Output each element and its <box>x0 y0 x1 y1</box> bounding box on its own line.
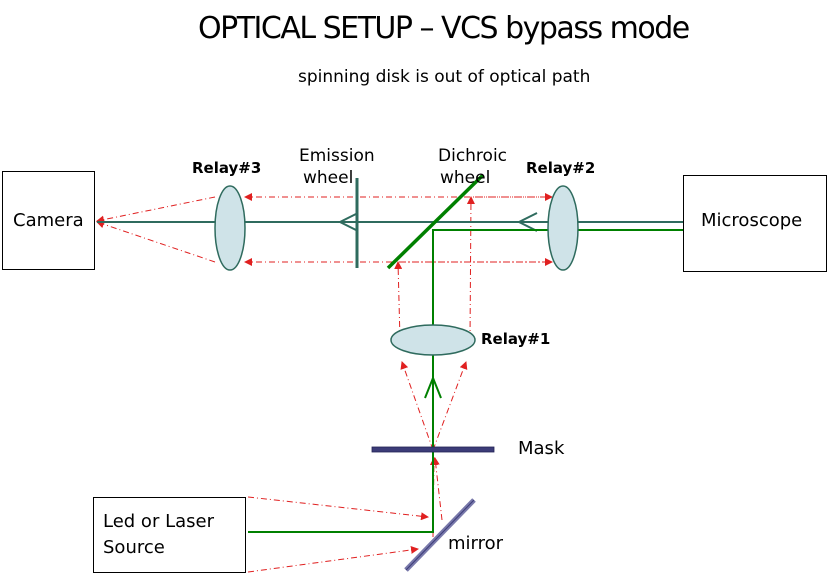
ray-line <box>247 545 419 573</box>
microscope-box: Microscope <box>683 175 827 272</box>
mirror-label: mirror <box>448 533 504 554</box>
page-title: OPTICAL SETUP – VCS bypass mode <box>198 11 690 46</box>
relay3-lens <box>214 185 246 271</box>
camera-label: Camera <box>13 210 84 231</box>
excitation-arrow-up <box>424 375 442 399</box>
emission-arrow-microscope <box>516 212 538 232</box>
emission-path <box>97 212 683 232</box>
microscope-label: Microscope <box>701 210 803 231</box>
ray-line <box>96 220 216 263</box>
emission-wheel-label-line1: Emission <box>299 146 375 166</box>
ray-line <box>247 496 429 521</box>
dichroic-wheel-label-line2: wheel <box>440 168 491 188</box>
camera-box: Camera <box>2 171 95 270</box>
excitation-path <box>248 229 683 533</box>
relay3-label: Relay#3 <box>192 159 262 177</box>
ray-line <box>394 261 403 341</box>
mask-label: Mask <box>518 438 565 459</box>
relay2-lens <box>547 185 579 271</box>
fold-mirror-edge <box>405 499 475 571</box>
ray-line <box>432 361 468 451</box>
dichroic-wheel-label-line1: Dichroic <box>438 146 508 166</box>
relay1-label: Relay#1 <box>481 330 551 348</box>
emission-arrow-camera <box>337 212 359 232</box>
ray-line <box>400 361 434 451</box>
excitation-beam-source <box>248 229 434 533</box>
dichroic-mirror <box>386 173 485 270</box>
light-source-label-line1: Led or Laser <box>103 511 214 532</box>
ray-line <box>96 196 216 224</box>
emission-wheel-label-line2: wheel <box>303 168 354 188</box>
page-subtitle: spinning disk is out of optical path <box>298 67 591 87</box>
relay1-lens <box>390 324 476 356</box>
ray-line <box>466 196 475 341</box>
ray-line <box>431 457 443 521</box>
relay2-label: Relay#2 <box>526 159 596 177</box>
light-source-label-line2: Source <box>103 537 165 558</box>
mask-plate <box>371 446 495 453</box>
light-source-box: Led or Laser Source <box>93 497 246 573</box>
